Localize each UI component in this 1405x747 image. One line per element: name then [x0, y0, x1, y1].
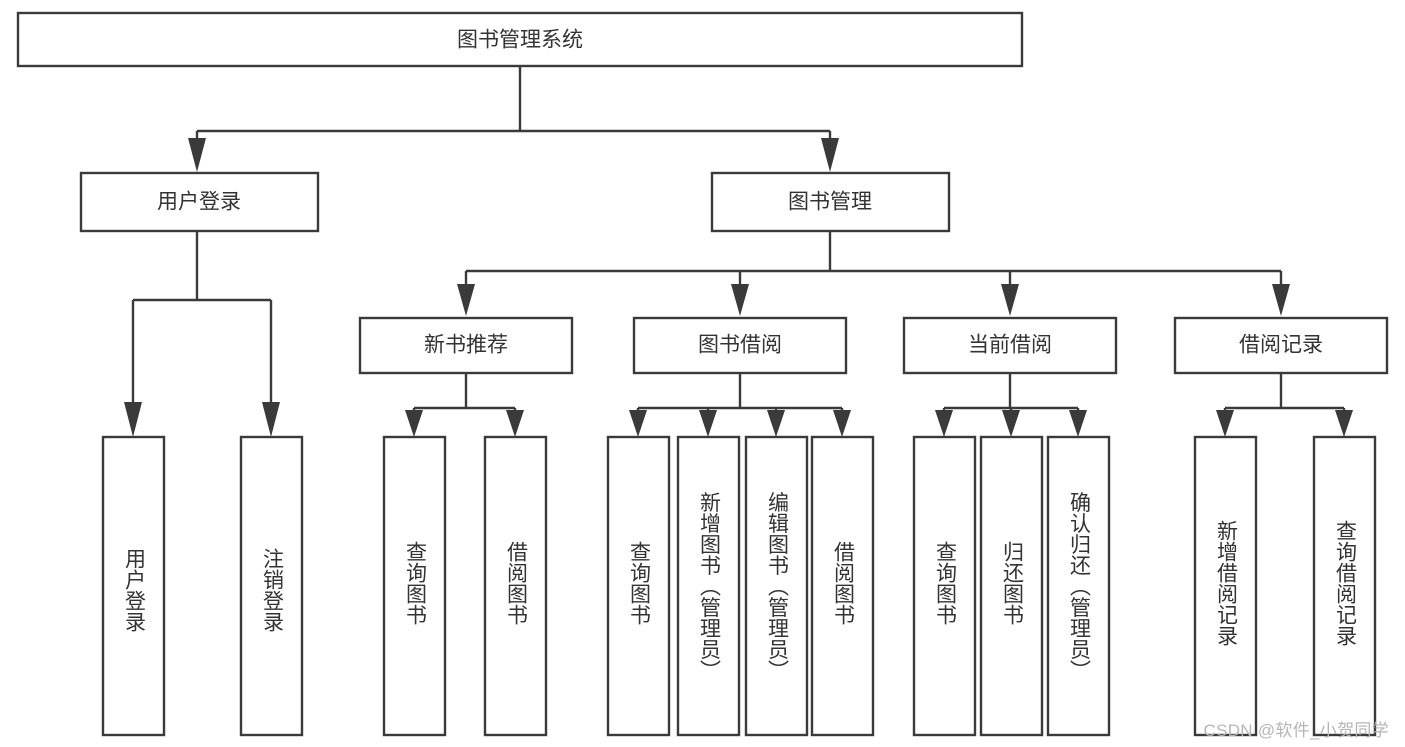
- leaf-node-book-borrow-2[interactable]: 新增图书（管理员）: [676, 435, 741, 737]
- leaf-user-login-2-label: 注销登录: [260, 548, 284, 632]
- arrowhead-book-borrow: [731, 284, 749, 316]
- leaf-borrow-record-1-box[interactable]: [1193, 435, 1258, 737]
- node-book-manage-box[interactable]: [710, 171, 951, 233]
- arrowhead-leaf-current-borrow-3: [1069, 410, 1087, 437]
- node-user-login-box[interactable]: [79, 171, 320, 233]
- leaf-borrow-record-2-label: 查询借阅记录: [1333, 520, 1357, 646]
- leaf-node-current-borrow-3[interactable]: 确认归还（管理员）: [1046, 435, 1111, 737]
- leaf-book-borrow-1-box[interactable]: [606, 435, 671, 737]
- leaf-node-book-borrow-4[interactable]: 借阅图书: [810, 435, 875, 737]
- leaf-book-borrow-2-label: 新增图书（管理员）: [697, 492, 721, 681]
- leaf-new-book-1-label: 查询图书: [403, 541, 427, 625]
- arrowhead-borrow-record: [1272, 284, 1290, 316]
- leaf-book-borrow-2-box[interactable]: [676, 435, 741, 737]
- node-current-borrow[interactable]: 当前借阅: [902, 316, 1118, 375]
- arrowhead-leaf-new-book-1: [405, 410, 423, 437]
- leaf-node-new-book-2[interactable]: 借阅图书: [483, 435, 548, 737]
- leaf-borrow-record-2-box[interactable]: [1312, 435, 1377, 737]
- node-borrow-record-label: 借阅记录: [1239, 334, 1323, 357]
- leaf-new-book-2-box[interactable]: [483, 435, 548, 737]
- arrowhead-leaf-user-login-1: [124, 402, 142, 437]
- connector-layer: [124, 66, 1353, 437]
- node-book-borrow-label: 图书借阅: [698, 334, 782, 357]
- node-user-login-label: 用户登录: [157, 191, 241, 214]
- leaf-new-book-1-box[interactable]: [382, 435, 447, 737]
- node-book-manage[interactable]: 图书管理: [710, 171, 951, 233]
- leaf-user-login-1-box[interactable]: [101, 435, 166, 737]
- leaf-current-borrow-2-box[interactable]: [979, 435, 1044, 737]
- leaf-current-borrow-3-label: 确认归还（管理员）: [1067, 492, 1091, 681]
- node-borrow-record-box[interactable]: [1173, 316, 1389, 375]
- arrowhead-leaf-borrow-record-1: [1216, 410, 1234, 437]
- arrowhead-current-borrow: [1001, 284, 1019, 316]
- node-new-book-recommend-label: 新书推荐: [424, 334, 508, 357]
- arrowhead-leaf-current-borrow-1: [935, 410, 953, 437]
- node-root-system[interactable]: 图书管理系统: [16, 11, 1024, 68]
- node-book-manage-label: 图书管理: [788, 191, 872, 214]
- leaf-user-login-1-label: 用户登录: [122, 548, 146, 632]
- leaf-book-borrow-1-label: 查询图书: [627, 541, 651, 625]
- node-new-book-recommend[interactable]: 新书推荐: [358, 316, 574, 375]
- arrowhead-leaf-book-borrow-4: [833, 410, 851, 437]
- arrowhead-leaf-current-borrow-2: [1002, 410, 1020, 437]
- leaf-current-borrow-1-label: 查询图书: [933, 541, 957, 625]
- leaf-current-borrow-2-label: 归还图书: [1000, 541, 1024, 625]
- leaf-new-book-2-label: 借阅图书: [504, 541, 528, 625]
- node-borrow-record[interactable]: 借阅记录: [1173, 316, 1389, 375]
- arrowhead-new-book: [457, 284, 475, 316]
- leaf-node-new-book-1[interactable]: 查询图书: [382, 435, 447, 737]
- arrowhead-leaf-book-borrow-2: [699, 410, 717, 437]
- leaf-node-borrow-record-2[interactable]: 查询借阅记录: [1312, 435, 1377, 737]
- leaf-current-borrow-3-box[interactable]: [1046, 435, 1111, 737]
- leaf-node-borrow-record-1[interactable]: 新增借阅记录: [1193, 435, 1258, 737]
- node-new-book-recommend-box[interactable]: [358, 316, 574, 375]
- leaf-book-borrow-3-label: 编辑图书（管理员）: [765, 492, 789, 681]
- arrowhead-leaf-user-login-2: [262, 402, 280, 437]
- leaf-node-book-borrow-1[interactable]: 查询图书: [606, 435, 671, 737]
- leaf-node-user-login-1[interactable]: 用户登录: [101, 435, 166, 737]
- node-current-borrow-label: 当前借阅: [968, 334, 1052, 357]
- leaf-book-borrow-3-box[interactable]: [744, 435, 809, 737]
- arrowhead-leaf-book-borrow-3: [767, 410, 785, 437]
- leaf-borrow-record-1-label: 新增借阅记录: [1214, 520, 1238, 646]
- leaf-book-borrow-4-box[interactable]: [810, 435, 875, 737]
- arrowhead-leaf-new-book-2: [506, 410, 524, 437]
- node-current-borrow-box[interactable]: [902, 316, 1118, 375]
- arrowhead-leaf-book-borrow-1: [629, 410, 647, 437]
- leaf-node-book-borrow-3[interactable]: 编辑图书（管理员）: [744, 435, 809, 737]
- leaf-node-current-borrow-1[interactable]: 查询图书: [912, 435, 977, 737]
- node-root-box[interactable]: [16, 11, 1024, 68]
- leaf-node-current-borrow-2[interactable]: 归还图书: [979, 435, 1044, 737]
- arrowhead-user-login: [188, 138, 206, 172]
- node-user-login[interactable]: 用户登录: [79, 171, 320, 233]
- node-book-borrow-box[interactable]: [632, 316, 848, 375]
- arrowhead-leaf-borrow-record-2: [1335, 410, 1353, 437]
- leaf-node-user-login-2[interactable]: 注销登录: [239, 435, 304, 737]
- leaf-user-login-2-box[interactable]: [239, 435, 304, 737]
- arrowhead-book-manage: [821, 138, 839, 172]
- node-root-label: 图书管理系统: [457, 29, 583, 52]
- leaf-book-borrow-4-label: 借阅图书: [831, 541, 855, 625]
- leaf-current-borrow-1-box[interactable]: [912, 435, 977, 737]
- node-book-borrow[interactable]: 图书借阅: [632, 316, 848, 375]
